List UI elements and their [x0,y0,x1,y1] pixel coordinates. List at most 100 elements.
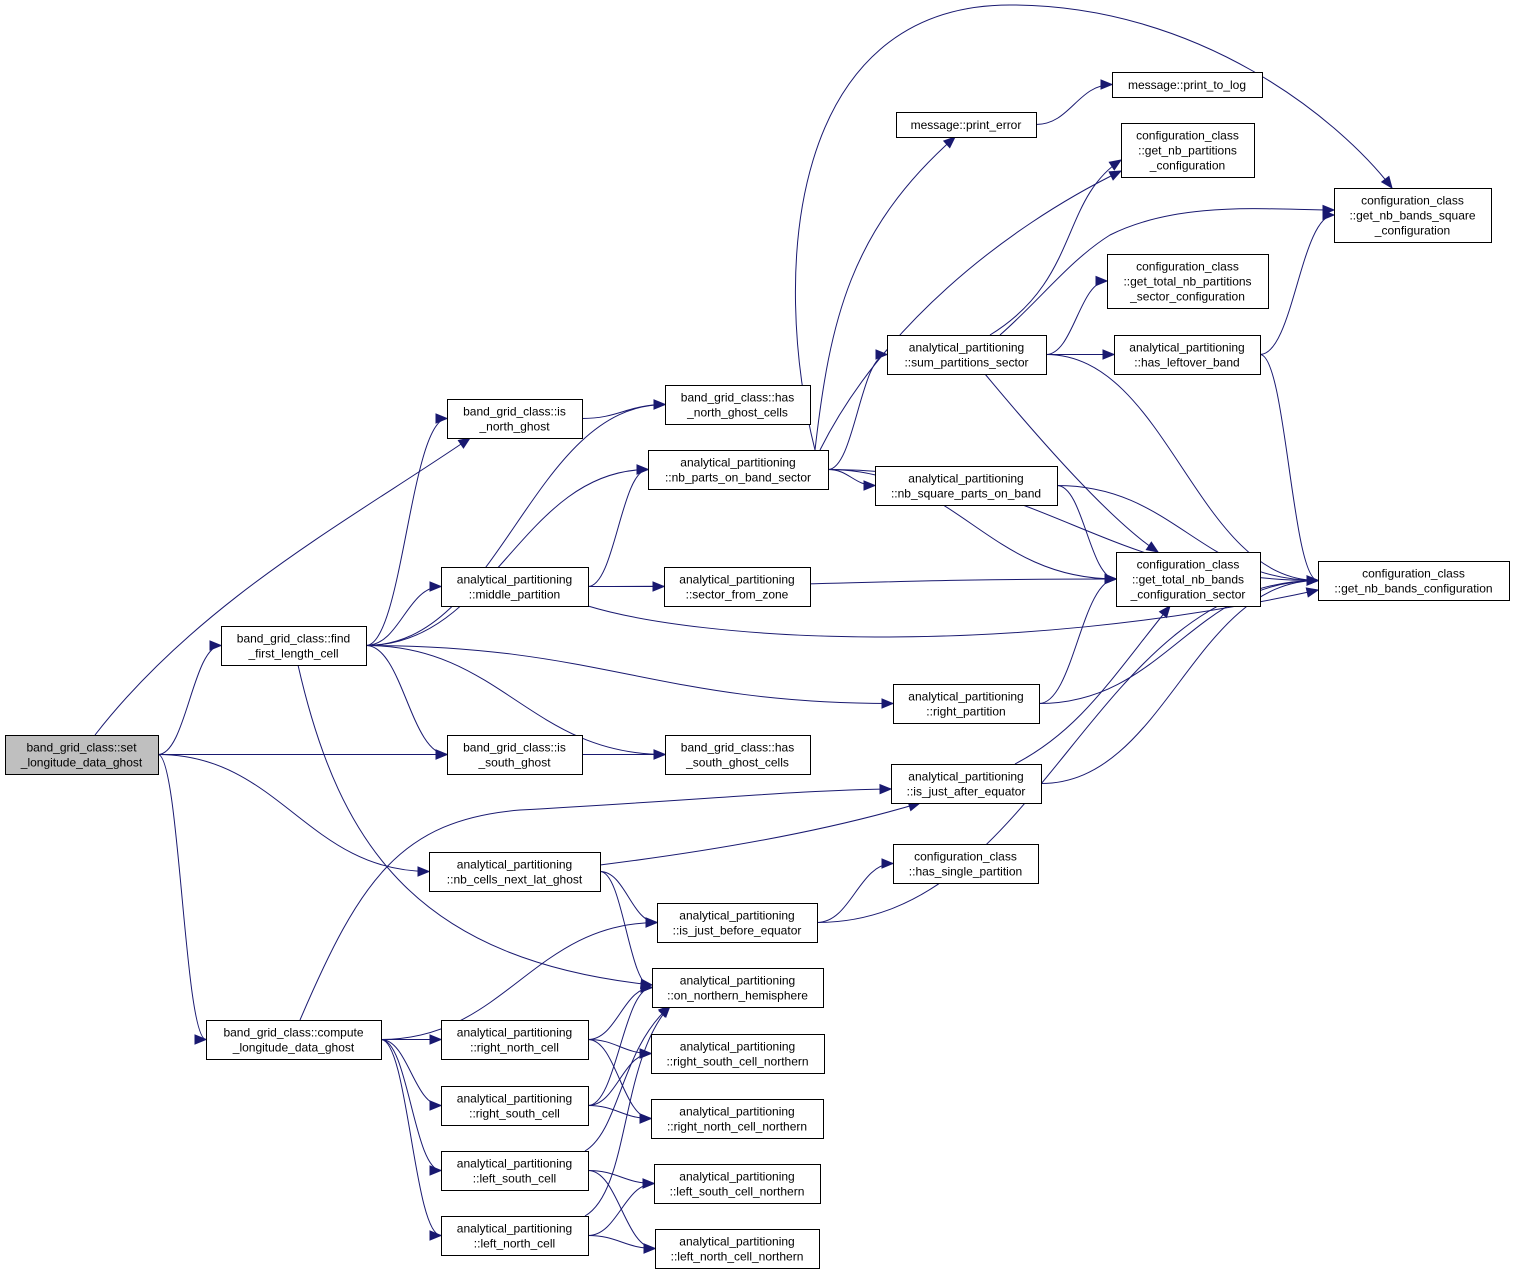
node-compute-ghost[interactable]: band_grid_class::compute_longitude_data_… [206,1020,382,1060]
edge-line [365,469,649,646]
node-box[interactable] [896,112,1037,138]
edge-compute_ghost-to-right_north_cell [381,1034,443,1045]
node-box[interactable] [1107,254,1269,309]
node-print-error[interactable]: message::print_error [896,112,1037,138]
arrowhead [653,749,667,760]
node-is-just-after[interactable]: analytical_partitioning::is_just_after_e… [891,764,1042,804]
node-box[interactable] [648,450,829,490]
node-middle-partition[interactable]: analytical_partitioning::middle_partitio… [441,567,589,607]
arrowhead [643,1243,657,1254]
node-box[interactable] [893,684,1040,724]
node-get-total-nb-bands-sector[interactable]: configuration_class::get_total_nb_bands_… [1116,552,1261,607]
node-right-north-northern[interactable]: analytical_partitioning::right_north_cel… [651,1099,824,1139]
node-box[interactable] [893,844,1039,884]
edge-line [581,404,666,419]
node-left-south-northern[interactable]: analytical_partitioning::left_south_cell… [654,1164,821,1204]
node-left-south-cell[interactable]: analytical_partitioning::left_south_cell [441,1151,589,1191]
node-box[interactable] [441,567,589,607]
node-box[interactable] [221,626,367,666]
node-box[interactable] [651,1099,824,1139]
arrowhead [1145,541,1160,553]
node-has-north[interactable]: band_grid_class::has_north_ghost_cells [665,385,811,425]
node-layer: band_grid_class::set_longitude_data_ghos… [5,72,1510,1269]
edge-line [365,404,666,646]
arrowhead [1095,275,1109,287]
edge-find_first-to-right_partition [365,645,895,709]
node-box[interactable] [875,466,1058,506]
node-sum-partitions-sector[interactable]: analytical_partitioning::sum_partitions_… [887,335,1047,375]
node-box[interactable] [1334,188,1492,243]
node-box[interactable] [654,1164,821,1204]
node-box[interactable] [447,735,583,775]
node-box[interactable] [1121,123,1255,178]
node-box[interactable] [441,1216,589,1256]
node-label-line: analytical_partitioning [1129,341,1244,355]
edge-line [599,802,921,866]
node-nb-square-parts[interactable]: analytical_partitioning::nb_square_parts… [875,466,1058,506]
node-get-nb-bands[interactable]: configuration_class::get_nb_bands_config… [1318,561,1510,601]
edge-find_first-to-is_south_ghost [365,645,449,760]
node-has-single-partition[interactable]: configuration_class::has_single_partitio… [893,844,1039,884]
node-get-nb-partitions[interactable]: configuration_class::get_nb_partitions_c… [1121,123,1255,178]
edge-set_ghost-to-is_north_ghost [94,437,472,736]
node-box[interactable] [441,1151,589,1191]
node-label-line: band_grid_class::has [681,391,794,405]
node-box[interactable] [891,764,1042,804]
node-find-first[interactable]: band_grid_class::find_first_length_cell [221,626,367,666]
node-label-line: analytical_partitioning [908,770,1023,784]
edge-line [1259,354,1319,581]
node-box[interactable] [651,1034,825,1074]
node-right-partition[interactable]: analytical_partitioning::right_partition [893,684,1040,724]
edge-line [587,589,1319,638]
node-has-south[interactable]: band_grid_class::has_south_ghost_cells [665,735,811,775]
node-is-north-ghost[interactable]: band_grid_class::is_north_ghost [447,399,583,439]
node-box[interactable] [441,1020,589,1060]
node-box[interactable] [447,399,583,439]
node-set-ghost[interactable]: band_grid_class::set_longitude_data_ghos… [5,735,159,775]
node-has-leftover-band[interactable]: analytical_partitioning::has_leftover_ba… [1114,335,1261,375]
node-box[interactable] [441,1086,589,1126]
node-box[interactable] [1112,72,1263,98]
node-box[interactable] [206,1020,382,1060]
arrowhead [875,349,889,360]
node-box[interactable] [429,852,601,892]
arrowhead [642,1178,656,1189]
node-label-line: ::sector_from_zone [686,588,789,602]
node-box[interactable] [1114,335,1261,375]
node-on-northern[interactable]: analytical_partitioning::on_northern_hem… [652,968,824,1008]
node-left-north-cell[interactable]: analytical_partitioning::left_north_cell [441,1216,589,1256]
node-box[interactable] [664,567,811,607]
arrowhead [942,136,956,149]
node-box[interactable] [655,1229,820,1269]
node-box[interactable] [5,735,159,775]
node-right-south-cell[interactable]: analytical_partitioning::right_south_cel… [441,1086,589,1126]
node-right-north-cell[interactable]: analytical_partitioning::right_north_cel… [441,1020,589,1060]
arrowhead [209,640,223,651]
node-box[interactable] [1116,552,1261,607]
edge-line [1035,84,1113,125]
node-box[interactable] [652,968,824,1008]
edge-sum_partitions_sector-to-get_nb_partitions [989,159,1123,336]
node-is-just-before[interactable]: analytical_partitioning::is_just_before_… [657,903,818,943]
node-label-line: analytical_partitioning [679,1235,794,1249]
node-nb-parts-band-sector[interactable]: analytical_partitioning::nb_parts_on_ban… [648,450,829,490]
node-box[interactable] [657,903,818,943]
node-left-north-northern[interactable]: analytical_partitioning::left_north_cell… [655,1229,820,1269]
node-box[interactable] [665,735,811,775]
node-box[interactable] [665,385,811,425]
node-is-south-ghost[interactable]: band_grid_class::is_south_ghost [447,735,583,775]
node-label-line: ::nb_square_parts_on_band [891,487,1041,501]
node-label-line: ::right_north_cell [470,1041,559,1055]
node-get-total-nb-partitions-sector[interactable]: configuration_class::get_total_nb_partit… [1107,254,1269,309]
node-get-nb-bands-square[interactable]: configuration_class::get_nb_bands_square… [1334,188,1492,243]
node-box[interactable] [1318,561,1510,601]
edge-middle_partition-to-nb_parts_band_sector [587,464,650,587]
node-sector-from-zone[interactable]: analytical_partitioning::sector_from_zon… [664,567,811,607]
node-box[interactable] [887,335,1047,375]
node-print-to-log[interactable]: message::print_to_log [1112,72,1263,98]
node-right-south-northern[interactable]: analytical_partitioning::right_south_cel… [651,1034,825,1074]
edge-find_first-to-nb_parts_band_sector [365,464,650,646]
node-nb-cells-next-lat[interactable]: analytical_partitioning::nb_cells_next_l… [429,852,601,892]
arrowhead [435,749,449,760]
edge-line [299,788,892,1021]
